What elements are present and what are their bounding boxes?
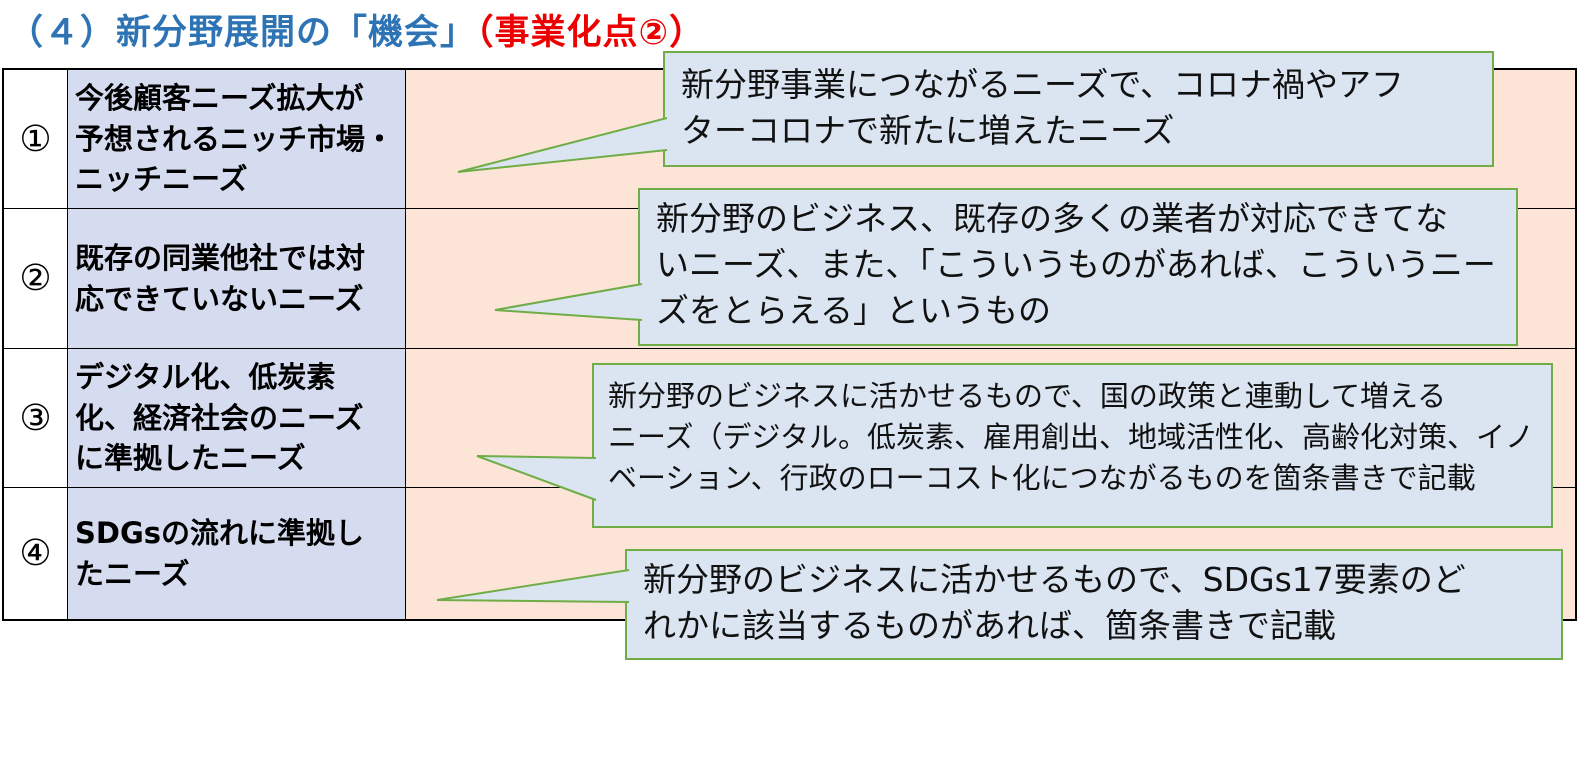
- callout-niche-needs: 新分野事業につながるニーズで、コロナ禍やアフ ターコロナで新たに増えたニーズ: [663, 51, 1494, 167]
- page-title-accent: （事業化点②）: [476, 13, 706, 53]
- row-2-number: ②: [19, 258, 52, 299]
- row-4-number-cell: ④: [4, 488, 67, 619]
- row-4-number: ④: [19, 533, 52, 574]
- row-3-label-cell: デジタル化、低炭素 化、経済社会のニーズ に準拠したニーズ: [67, 349, 405, 487]
- row-4-label: SDGsの流れに準拠し たニーズ: [75, 515, 365, 591]
- callout-policy-needs: 新分野のビジネスに活かせるもので、国の政策と連動して増える ニーズ（デジタル。低…: [592, 363, 1553, 528]
- page-title-main: （４）新分野展開の「機会」: [8, 13, 477, 53]
- callout-unmet-needs-text: 新分野のビジネス、既存の多くの業者が対応できてな いニーズ、また、「こういうもの…: [656, 199, 1496, 331]
- callout-niche-needs-text: 新分野事業につながるニーズで、コロナ禍やアフ ターコロナで新たに増えたニーズ: [681, 65, 1405, 151]
- row-1-number: ①: [19, 118, 52, 160]
- callout-sdgs-needs: 新分野のビジネスに活かせるもので、SDGs17要素のど れかに該当するものがあれ…: [625, 549, 1563, 660]
- row-4-label-cell: SDGsの流れに準拠し たニーズ: [67, 488, 405, 619]
- row-3-number-cell: ③: [4, 349, 67, 487]
- row-3-label: デジタル化、低炭素 化、経済社会のニーズ に準拠したニーズ: [75, 360, 364, 476]
- row-1-number-cell: ①: [4, 70, 67, 208]
- row-1-label: 今後顧客ニーズ拡大が 予想されるニッチ市場・ ニッチニーズ: [75, 81, 395, 197]
- callout-sdgs-needs-text: 新分野のビジネスに活かせるもので、SDGs17要素のど れかに該当するものがあれ…: [643, 560, 1466, 646]
- row-3-number: ③: [19, 397, 52, 439]
- row-1-label-cell: 今後顧客ニーズ拡大が 予想されるニッチ市場・ ニッチニーズ: [67, 70, 405, 208]
- row-2-number-cell: ②: [4, 209, 67, 348]
- row-2-label-cell: 既存の同業他社では対 応できていないニーズ: [67, 209, 405, 348]
- page-title: （４）新分野展開の「機会」（事業化点②）: [8, 4, 705, 55]
- callout-policy-needs-text: 新分野のビジネスに活かせるもので、国の政策と連動して増える ニーズ（デジタル。低…: [608, 379, 1534, 496]
- callout-unmet-needs: 新分野のビジネス、既存の多くの業者が対応できてな いニーズ、また、「こういうもの…: [638, 188, 1518, 346]
- row-2-label: 既存の同業他社では対 応できていないニーズ: [75, 240, 366, 316]
